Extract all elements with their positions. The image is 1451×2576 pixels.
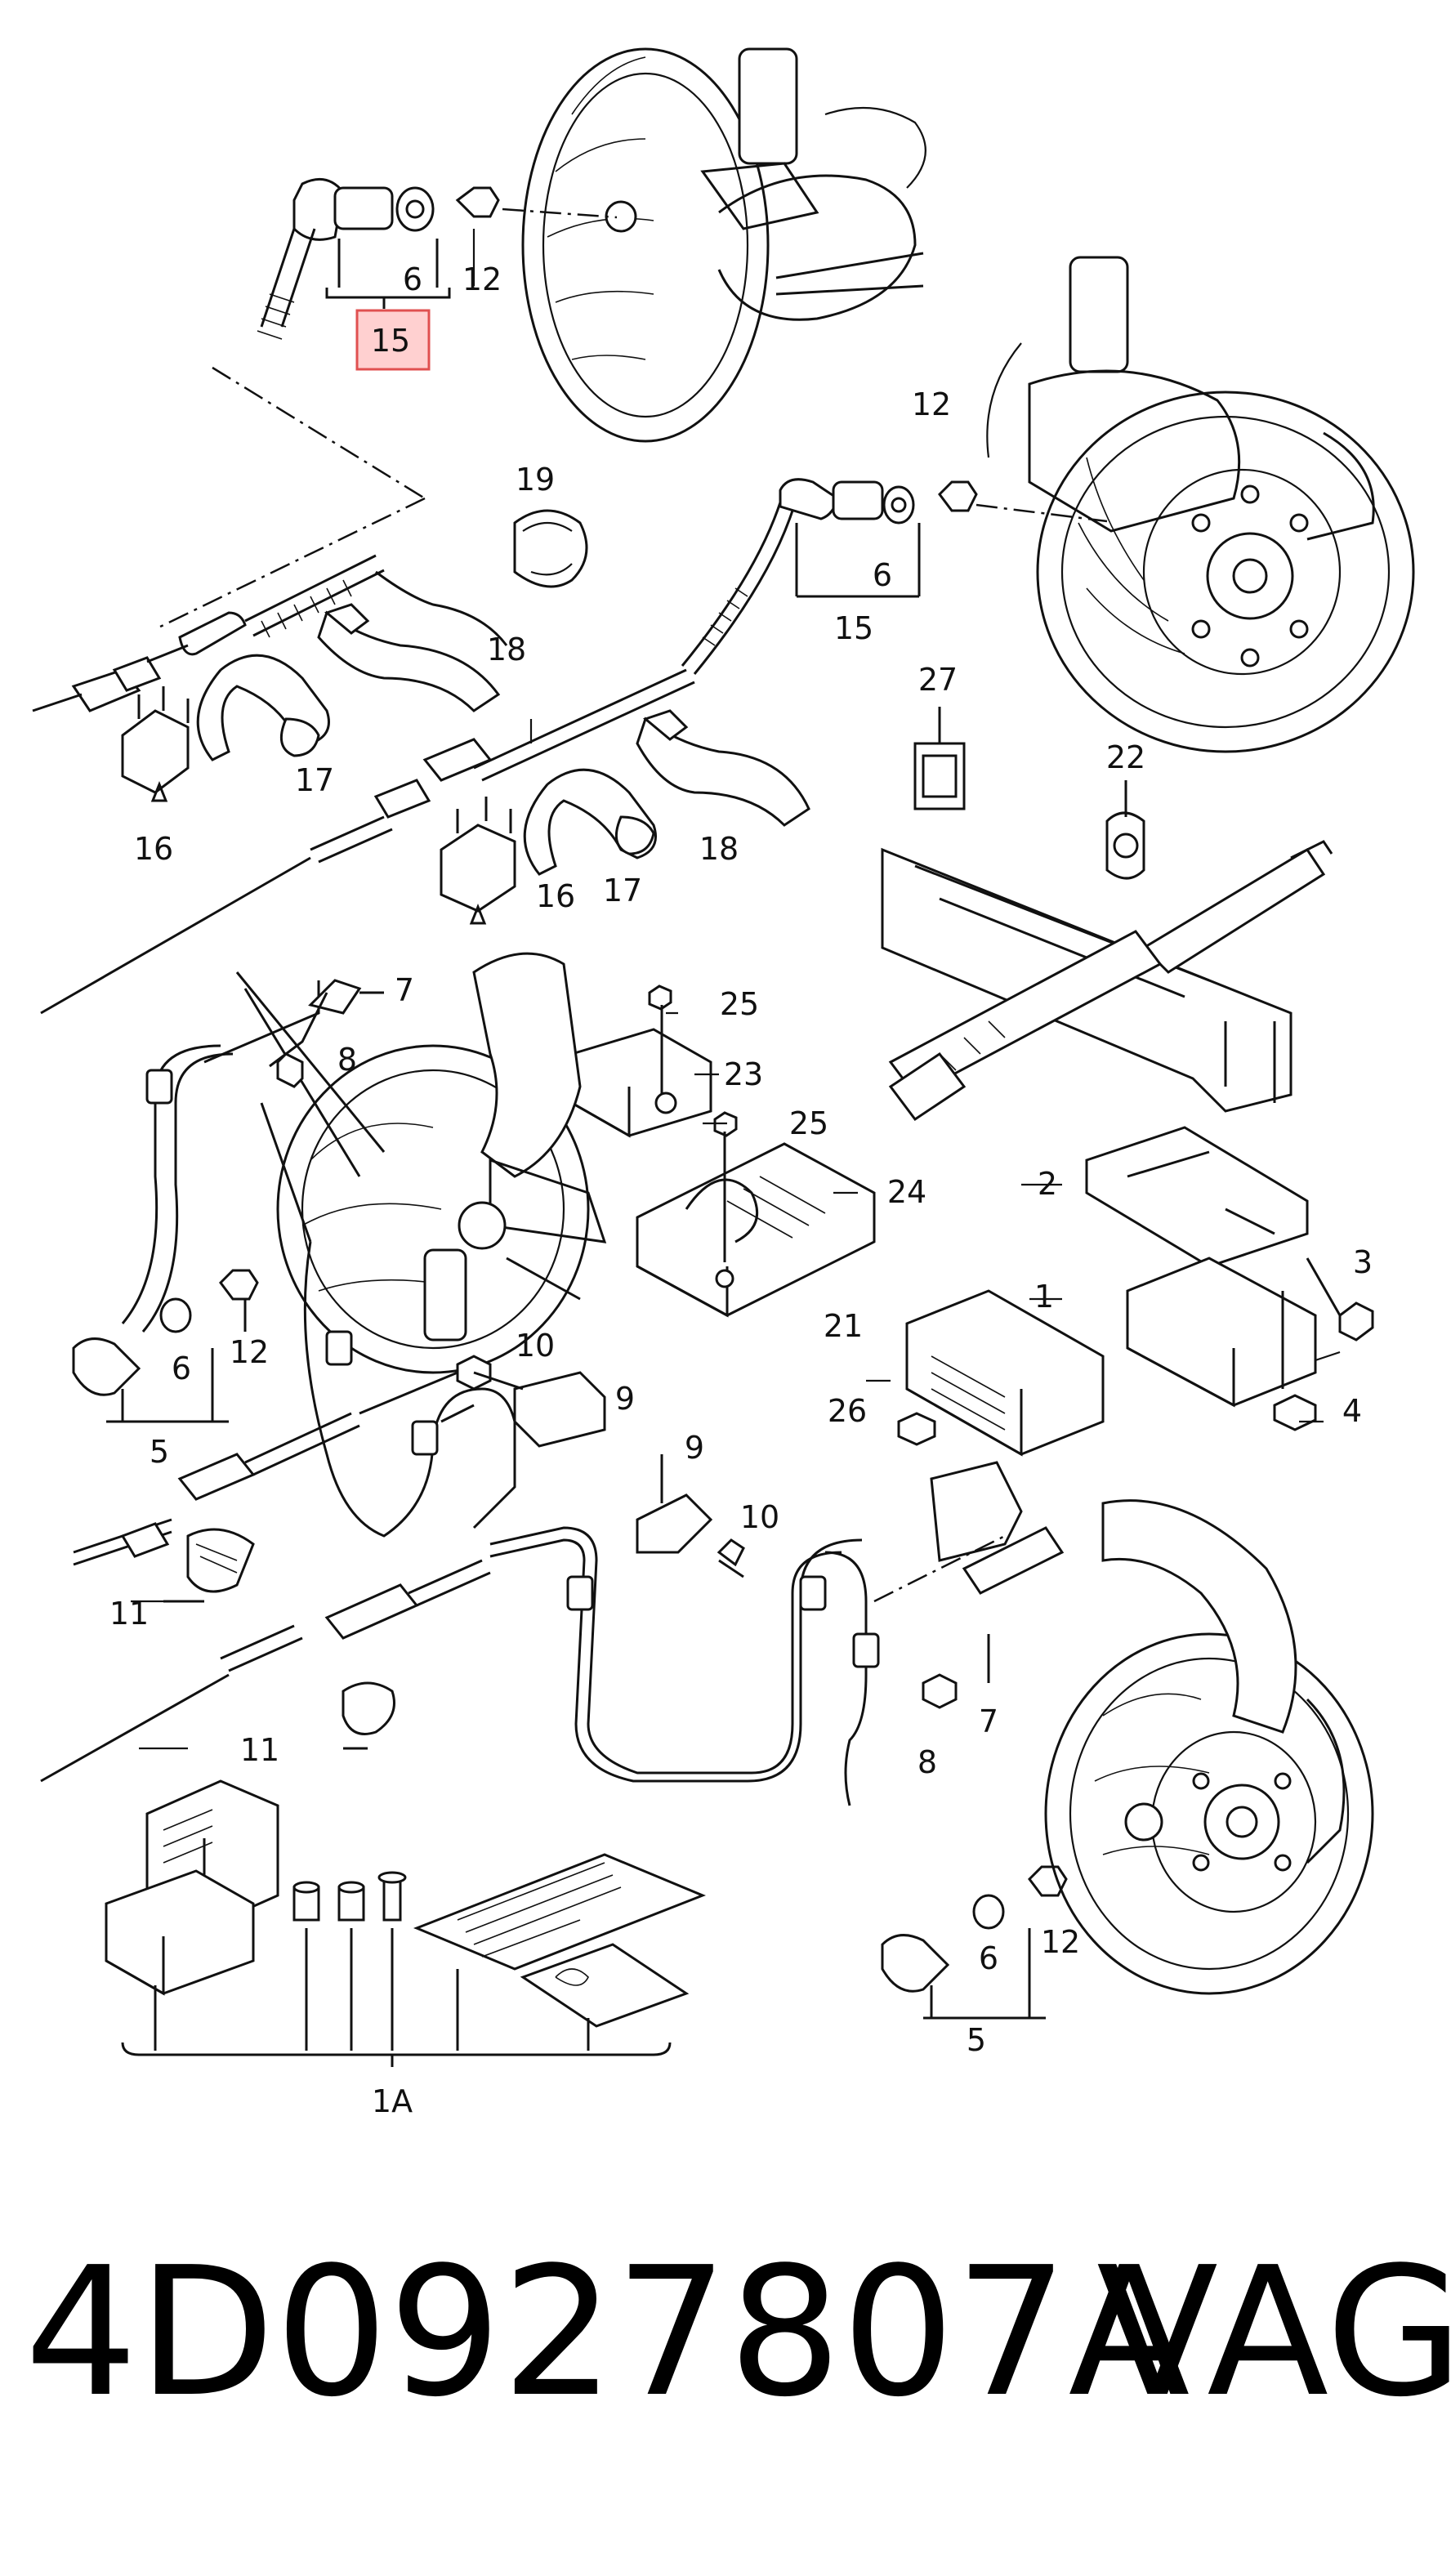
callout-9[interactable]: 9 <box>615 1381 635 1417</box>
callout-27[interactable]: 27 <box>918 662 958 698</box>
front-right-sensor-cable <box>489 1526 1068 2020</box>
rear-sensor-right <box>40 478 1108 1015</box>
callout-19[interactable]: 19 <box>516 462 555 498</box>
rear-hub-assembly-middle <box>986 256 1415 753</box>
control-unit-brackets <box>897 1126 1374 1457</box>
callout-23[interactable]: 23 <box>724 1056 763 1092</box>
callout-12[interactable]: 12 <box>912 386 951 422</box>
cable-clips-middle <box>440 709 810 925</box>
callout-25[interactable]: 25 <box>789 1105 828 1141</box>
rear-cable-left <box>32 554 385 712</box>
front-left-knuckle <box>235 952 607 1374</box>
callout-2[interactable]: 2 <box>1038 1166 1057 1202</box>
callout-4[interactable]: 4 <box>1342 1393 1362 1429</box>
cable-clips-upper-left <box>121 509 588 802</box>
callout-12[interactable]: 12 <box>462 261 502 297</box>
callout-7[interactable]: 7 <box>979 1703 998 1739</box>
callout-1a[interactable]: 1A <box>372 2083 413 2119</box>
bracket-9-10-center <box>636 1454 745 1578</box>
callout-17[interactable]: 17 <box>603 873 642 909</box>
bracket-9-left <box>440 1355 606 1448</box>
sensor-22 <box>1105 780 1145 880</box>
highlighted-callout-box <box>355 309 431 371</box>
callout-15[interactable]: 15 <box>834 610 873 646</box>
callout-22[interactable]: 22 <box>1106 739 1145 775</box>
front-right-hub-assembly <box>1044 1499 1374 1995</box>
callout-18[interactable]: 18 <box>487 632 526 667</box>
callout-16[interactable]: 16 <box>134 831 173 867</box>
left-lower-cables <box>40 1371 491 1783</box>
callout-8[interactable]: 8 <box>337 1042 357 1078</box>
steering-column-crossmember <box>881 840 1333 1122</box>
module-23 <box>570 984 712 1138</box>
callout-17[interactable]: 17 <box>295 762 334 798</box>
rear-hub-assembly-upper <box>521 47 926 443</box>
callout-6[interactable]: 6 <box>172 1351 191 1386</box>
rear-sensor-upper <box>154 177 618 631</box>
abs-unit-kit-1a <box>105 1779 707 2067</box>
front-left-sensor-cable <box>72 980 516 1538</box>
callout-12[interactable]: 12 <box>230 1334 269 1370</box>
callout-labels: 15 6 12 12 6 15 19 18 17 16 27 22 18 17 … <box>109 261 1373 2119</box>
callout-15-highlighted[interactable]: 15 <box>371 323 410 359</box>
callout-3[interactable]: 3 <box>1353 1244 1373 1280</box>
callout-24[interactable]: 24 <box>887 1174 926 1210</box>
callout-16[interactable]: 16 <box>536 878 575 914</box>
callout-6[interactable]: 6 <box>979 1940 998 1976</box>
callout-5[interactable]: 5 <box>967 2022 986 2058</box>
unit-24 <box>636 1111 876 1318</box>
callout-7[interactable]: 7 <box>395 972 414 1008</box>
callout-9[interactable]: 9 <box>685 1430 704 1466</box>
callout-10[interactable]: 10 <box>516 1328 555 1364</box>
callout-26[interactable]: 26 <box>828 1393 867 1429</box>
part-number-label: 4D0927807A <box>25 2230 1190 2436</box>
callout-12[interactable]: 12 <box>1041 1924 1080 1960</box>
callout-11[interactable]: 11 <box>109 1596 149 1632</box>
callout-5[interactable]: 5 <box>150 1434 169 1470</box>
callout-18[interactable]: 18 <box>699 831 739 867</box>
callout-11[interactable]: 11 <box>240 1732 279 1768</box>
callout-6[interactable]: 6 <box>873 557 892 593</box>
switch-27 <box>913 707 966 810</box>
bracket-7-8-right <box>873 1461 1065 1709</box>
callout-21[interactable]: 21 <box>824 1308 863 1344</box>
callout-8[interactable]: 8 <box>917 1744 937 1780</box>
callout-1[interactable]: 1 <box>1034 1279 1054 1315</box>
callout-6[interactable]: 6 <box>403 261 422 297</box>
brand-label: VAG <box>1096 2230 1451 2436</box>
callout-25[interactable]: 25 <box>720 986 759 1022</box>
leader-lines <box>131 719 1341 1750</box>
bracket-7-left <box>269 979 384 1088</box>
callout-10[interactable]: 10 <box>740 1499 779 1535</box>
